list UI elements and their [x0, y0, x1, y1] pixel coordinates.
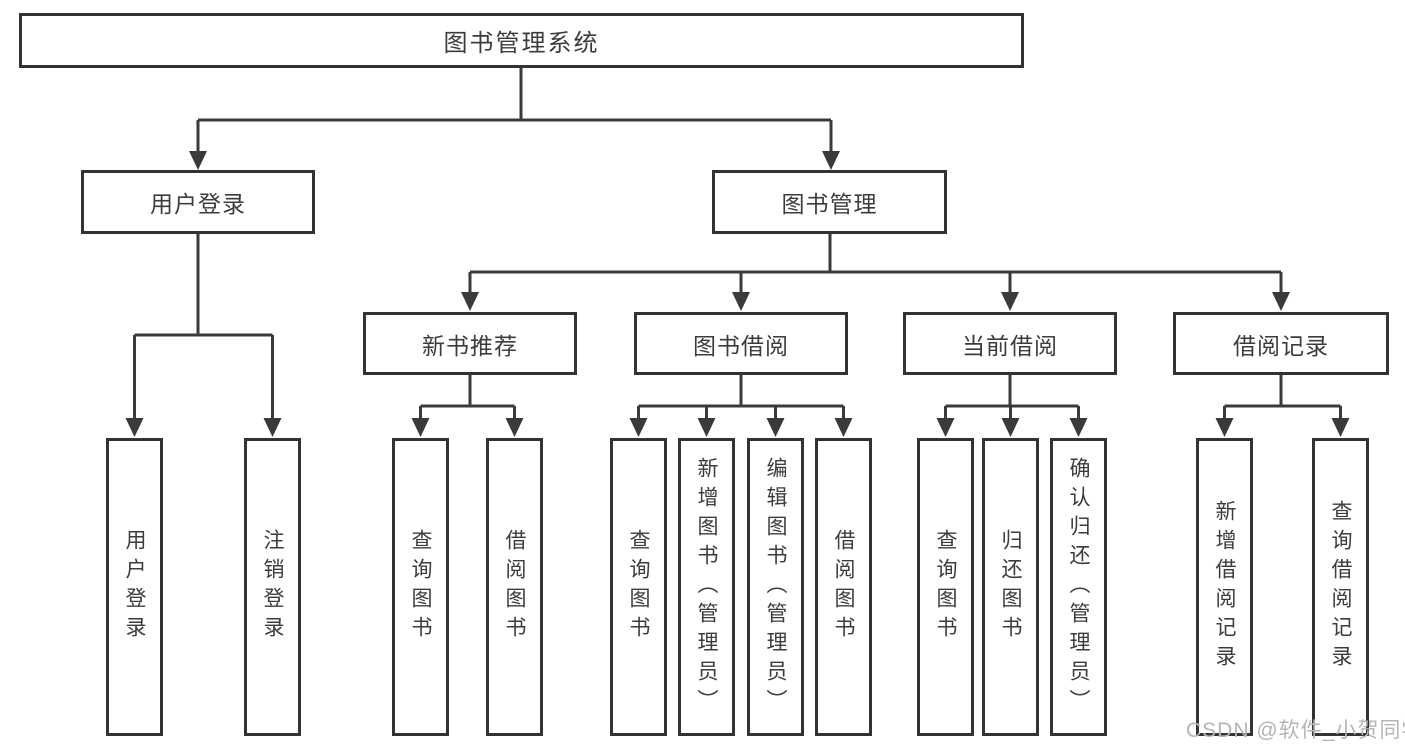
leaf-return-books: 归还图书	[982, 438, 1039, 736]
leaf-add-books-admin: 新增图书（管理员）	[678, 438, 735, 736]
leaf-borrow-books: 借阅图书	[815, 438, 872, 736]
leaf-label: 新增借阅记录	[1213, 500, 1236, 674]
node-label: 当前借阅	[962, 332, 1058, 359]
node-current-borrowing: 当前借阅	[903, 312, 1117, 375]
leaf-label: 借阅图书	[503, 529, 526, 645]
node-user-login: 用户登录	[81, 170, 315, 234]
node-borrowing-records: 借阅记录	[1173, 312, 1389, 375]
leaf-label: 用户登录	[123, 529, 146, 645]
leaf-label: 新增图书（管理员）	[695, 456, 718, 718]
leaf-edit-books-admin: 编辑图书（管理员）	[747, 438, 804, 736]
leaf-query-borrow-record: 查询借阅记录	[1312, 438, 1369, 736]
leaf-label: 查询借阅记录	[1329, 500, 1352, 674]
node-label: 新书推荐	[422, 332, 518, 359]
node-label: 图书管理	[781, 191, 878, 217]
node-label: 用户登录	[150, 191, 246, 217]
node-label: 图书管理系统	[443, 30, 600, 57]
leaf-label: 查询图书	[409, 529, 432, 645]
leaf-logout: 注销登录	[244, 438, 301, 736]
leaf-label: 编辑图书（管理员）	[764, 456, 787, 718]
leaf-label: 归还图书	[999, 529, 1022, 645]
node-label: 借阅记录	[1233, 332, 1329, 359]
leaf-borrow-books-recommend: 借阅图书	[486, 438, 543, 736]
leaf-label: 注销登录	[261, 529, 284, 645]
node-book-management: 图书管理	[712, 170, 947, 234]
leaf-label: 查询图书	[627, 529, 650, 645]
node-book-borrowing: 图书借阅	[634, 312, 848, 375]
node-library-management-system: 图书管理系统	[19, 13, 1024, 68]
arrowheads	[125, 151, 1350, 437]
leaf-label: 查询图书	[934, 529, 957, 645]
leaf-label: 借阅图书	[832, 529, 855, 645]
leaf-label: 确认归还（管理员）	[1067, 456, 1090, 718]
leaf-confirm-return-admin: 确认归还（管理员）	[1050, 438, 1107, 736]
leaf-add-borrow-record: 新增借阅记录	[1196, 438, 1253, 736]
csdn-watermark: CSDN @软件_小贺同学	[1186, 719, 1405, 742]
leaf-query-books-current: 查询图书	[917, 438, 974, 736]
leaf-user-login: 用户登录	[106, 438, 163, 736]
leaf-query-books-borrowing: 查询图书	[610, 438, 667, 736]
node-label: 图书借阅	[693, 332, 789, 359]
leaf-query-books-recommend: 查询图书	[392, 438, 449, 736]
node-new-book-recommend: 新书推荐	[363, 312, 577, 375]
